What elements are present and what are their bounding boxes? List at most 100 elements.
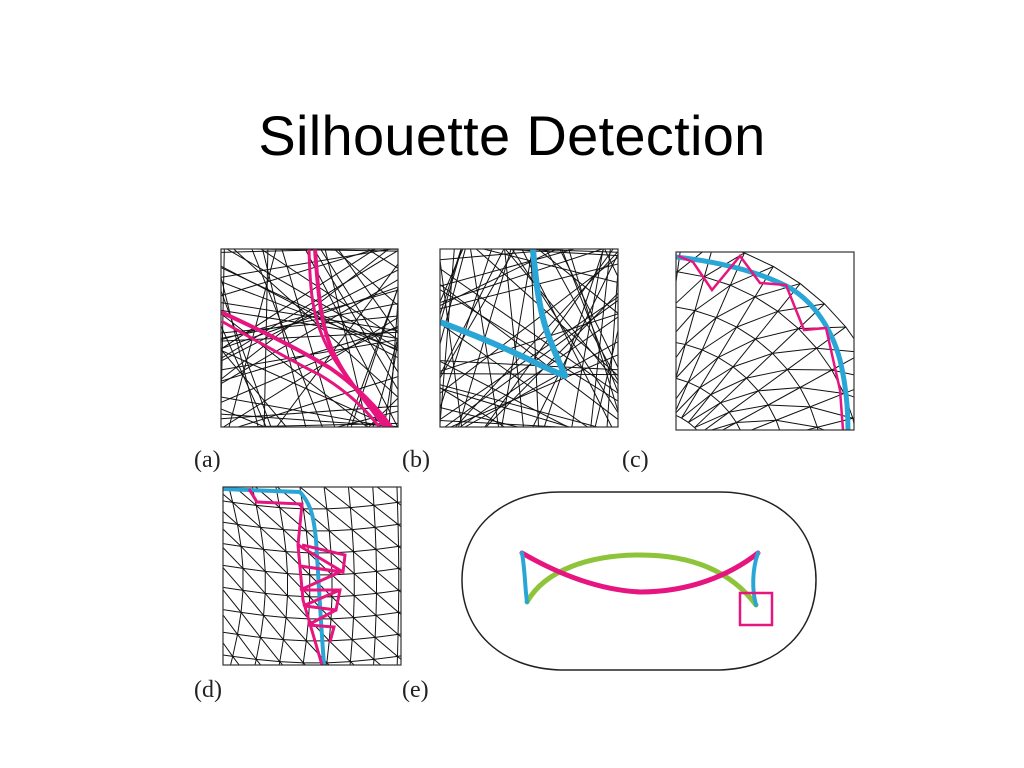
mesh-edge bbox=[373, 505, 376, 528]
mesh-edge bbox=[755, 328, 799, 340]
mesh-edge bbox=[352, 526, 376, 531]
mesh-edge bbox=[223, 566, 244, 591]
mesh-edge bbox=[263, 548, 287, 553]
mesh-edge bbox=[708, 447, 711, 454]
mesh-edge bbox=[754, 283, 801, 298]
mesh-edge bbox=[650, 237, 682, 270]
mesh-edge bbox=[787, 369, 801, 388]
mesh-edge bbox=[353, 595, 355, 618]
mesh-edge bbox=[459, 316, 618, 427]
mesh-edge bbox=[376, 567, 399, 572]
mesh-edge bbox=[720, 377, 747, 404]
mesh-edge bbox=[260, 636, 284, 641]
mesh-edge bbox=[782, 436, 785, 453]
mesh-edge bbox=[809, 392, 845, 408]
mesh-edge bbox=[440, 249, 564, 261]
mesh-edge bbox=[483, 249, 618, 284]
mesh-edge bbox=[242, 568, 266, 594]
silhouette-a bbox=[221, 249, 394, 427]
mesh-edge bbox=[285, 617, 307, 642]
mesh-edge bbox=[694, 310, 717, 319]
mesh-edge bbox=[286, 617, 309, 620]
mesh-edge bbox=[283, 639, 307, 642]
mesh-edge bbox=[354, 570, 377, 575]
mesh-edge bbox=[440, 387, 505, 427]
mesh-edge bbox=[676, 276, 705, 304]
mesh-edge bbox=[373, 659, 375, 665]
mesh-edge bbox=[440, 384, 598, 427]
panel-b: (b) bbox=[402, 248, 619, 473]
mesh-edge bbox=[676, 271, 678, 286]
mesh-edge bbox=[287, 595, 309, 620]
mesh-edge bbox=[374, 527, 377, 550]
zoom-box bbox=[738, 591, 774, 627]
mesh-edge bbox=[658, 411, 666, 413]
mesh-edge bbox=[251, 483, 275, 485]
mesh-edge bbox=[694, 284, 731, 312]
mesh-edge bbox=[772, 347, 817, 354]
mesh-edge bbox=[215, 521, 219, 543]
mesh-edge bbox=[720, 402, 730, 413]
mesh-edge bbox=[373, 480, 397, 483]
mesh-edge bbox=[203, 653, 209, 675]
mesh-edge bbox=[259, 527, 265, 550]
mesh-edge bbox=[396, 634, 399, 657]
mesh-edge bbox=[260, 526, 284, 531]
mesh-edge bbox=[215, 609, 219, 631]
mesh-edge bbox=[337, 410, 398, 427]
mesh-edge bbox=[264, 571, 288, 596]
mesh-edge bbox=[398, 612, 401, 616]
mesh-edge bbox=[502, 249, 618, 257]
mesh-edge bbox=[681, 394, 712, 419]
mesh-edge bbox=[240, 590, 244, 613]
mesh-edge bbox=[221, 309, 398, 339]
mesh-edge bbox=[676, 344, 686, 379]
mesh-edge bbox=[543, 249, 604, 427]
mesh-edge bbox=[398, 545, 401, 547]
mesh-edge bbox=[237, 376, 398, 427]
mesh-edge bbox=[326, 640, 330, 663]
mesh-edge bbox=[757, 390, 769, 406]
mesh-edge bbox=[532, 253, 618, 427]
mesh-edge bbox=[687, 349, 703, 383]
mesh-edge bbox=[772, 328, 799, 354]
mesh-edge bbox=[383, 340, 398, 427]
mesh-edge bbox=[676, 271, 678, 273]
panel-e: (e) bbox=[402, 491, 817, 703]
mesh-edge bbox=[700, 433, 705, 440]
mesh-edge bbox=[701, 317, 717, 351]
mesh-edge bbox=[328, 530, 354, 553]
mesh-edge bbox=[676, 344, 686, 359]
mesh-edge bbox=[221, 289, 398, 341]
mesh-edge bbox=[755, 311, 779, 340]
mesh-edge bbox=[721, 422, 737, 430]
mesh-edge bbox=[223, 316, 398, 427]
mesh-edge bbox=[746, 377, 759, 392]
mesh-edge bbox=[676, 387, 701, 414]
mesh-edge bbox=[326, 508, 353, 531]
mesh-edge bbox=[440, 249, 462, 315]
mesh-edge bbox=[221, 250, 398, 359]
mesh-edge bbox=[302, 662, 307, 665]
mesh-edge bbox=[888, 409, 894, 439]
mesh-edge bbox=[475, 249, 618, 377]
mesh-edge bbox=[767, 387, 801, 406]
mesh-edge bbox=[375, 615, 399, 635]
mesh-edge bbox=[221, 249, 392, 278]
mesh-edge bbox=[676, 349, 703, 379]
mesh-edge bbox=[237, 634, 257, 660]
mesh-edge bbox=[701, 326, 737, 351]
mesh-edge bbox=[326, 507, 351, 510]
mesh-edge bbox=[351, 617, 355, 640]
mesh-edge bbox=[777, 310, 799, 329]
mesh-edge bbox=[754, 266, 774, 298]
mesh-edge bbox=[746, 369, 788, 379]
caption-e: (e) bbox=[402, 677, 429, 703]
mesh-edge bbox=[219, 543, 221, 565]
mesh-edge bbox=[234, 487, 257, 506]
mesh-edge bbox=[263, 615, 284, 640]
mesh-edge bbox=[285, 551, 311, 576]
mesh-edge bbox=[749, 458, 750, 470]
mesh-edge bbox=[223, 521, 238, 525]
